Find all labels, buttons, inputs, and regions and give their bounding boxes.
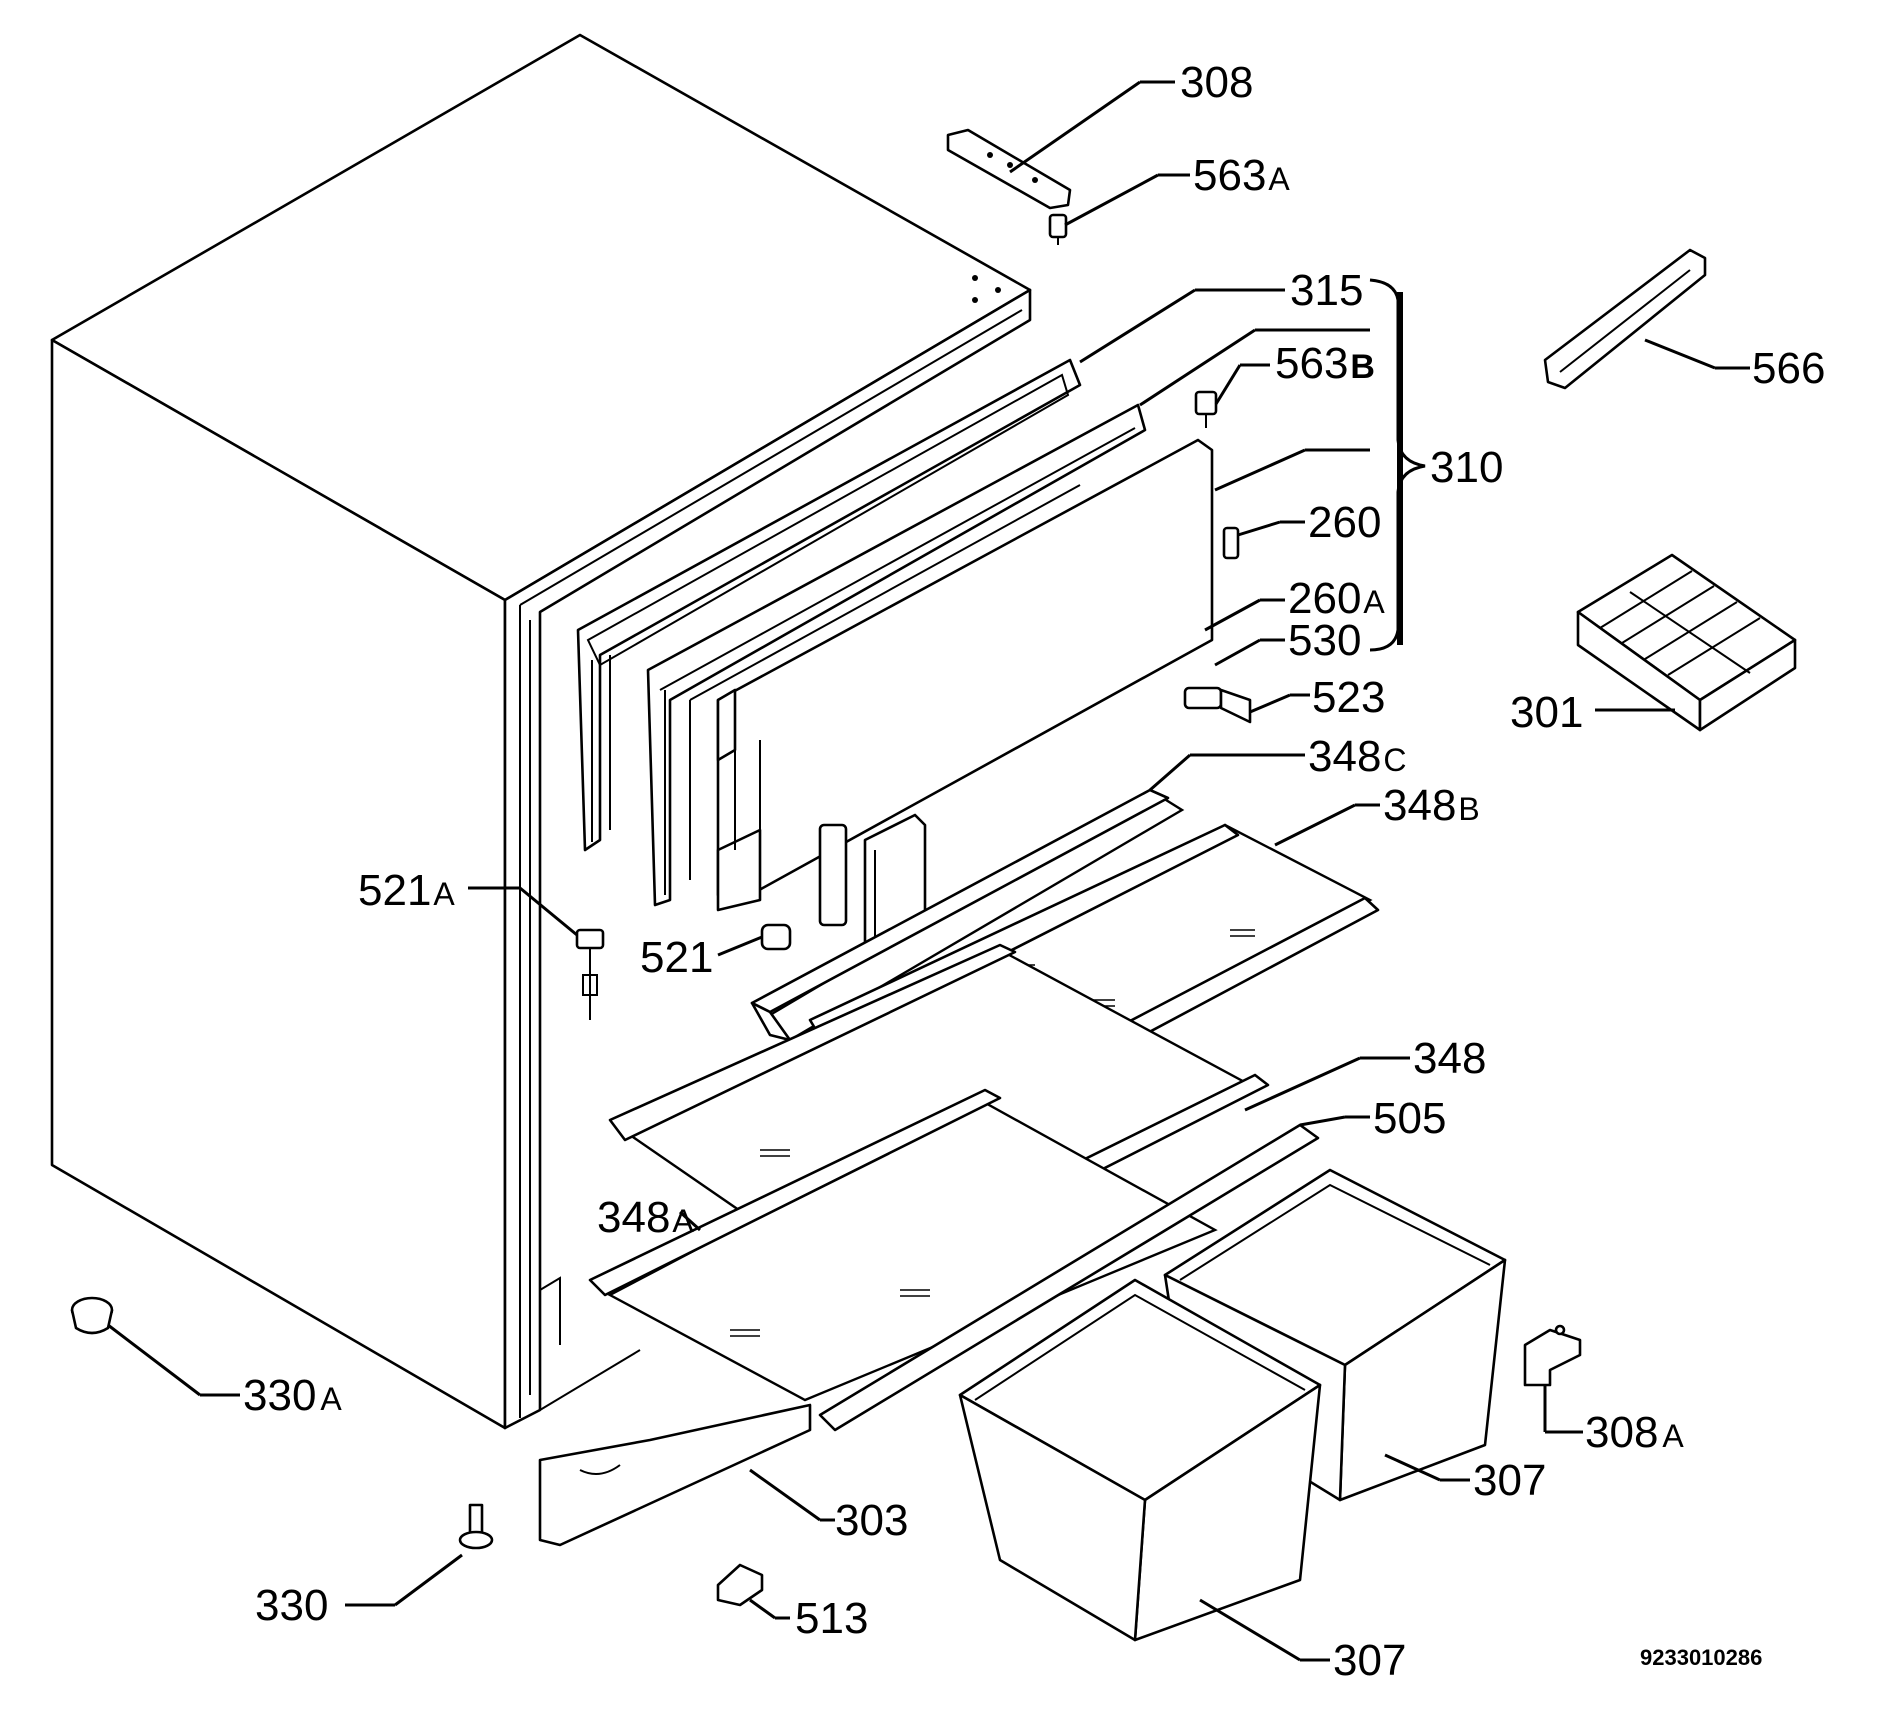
ice-tray-301 — [1576, 553, 1797, 732]
callout-307-front: 307 — [1333, 1636, 1406, 1685]
svg-text:513: 513 — [795, 1594, 868, 1643]
bracket-308a — [1523, 1324, 1582, 1387]
part-513 — [716, 1563, 764, 1607]
svg-text:310: 310 — [1430, 443, 1503, 492]
callout-310: 310 — [1430, 443, 1503, 492]
door-gasket — [576, 358, 1082, 852]
leader-lines — [107, 80, 1750, 1662]
bracket-566 — [1543, 248, 1707, 390]
callout-330: 330 — [255, 1581, 328, 1630]
callout-301: 301 — [1510, 688, 1583, 737]
svg-text:348: 348 — [1413, 1034, 1486, 1083]
door-inner-panel — [646, 403, 1147, 907]
lamp-holder-523 — [1183, 686, 1252, 724]
callout-530: 530 — [1288, 616, 1361, 665]
callout-523: 523 — [1312, 673, 1385, 722]
callout-563b: 563B — [1275, 339, 1375, 388]
callout-348a: 348A — [597, 1193, 694, 1242]
callout-348b: 348B — [1383, 781, 1480, 830]
drawer-307-front — [958, 1278, 1322, 1642]
shelf-348c — [750, 788, 1185, 1042]
switch-521a — [575, 928, 605, 1020]
svg-text:301: 301 — [1510, 688, 1583, 737]
callout-308: 308 — [1180, 58, 1253, 107]
callout-521a: 521A — [358, 866, 455, 915]
callout-260a: 260A — [1288, 574, 1385, 623]
svg-text:315: 315 — [1290, 266, 1363, 315]
callout-348: 348 — [1413, 1034, 1486, 1083]
callout-307-rear: 307 — [1473, 1456, 1546, 1505]
svg-text:260A: 260A — [1288, 574, 1385, 623]
clip-260 — [1222, 526, 1240, 560]
svg-text:330: 330 — [255, 1581, 328, 1630]
callout-563a: 563A — [1193, 151, 1290, 200]
foot-screw-330 — [458, 1503, 494, 1550]
svg-text:307: 307 — [1333, 1636, 1406, 1685]
pin-563b — [1194, 390, 1218, 428]
callout-303: 303 — [835, 1496, 908, 1545]
svg-text:521A: 521A — [358, 866, 455, 915]
callout-315: 315 — [1290, 266, 1363, 315]
svg-text:521: 521 — [640, 933, 713, 982]
svg-text:505: 505 — [1373, 1094, 1446, 1143]
svg-text:563A: 563A — [1193, 151, 1290, 200]
svg-text:348C: 348C — [1308, 732, 1407, 781]
cabinet-body — [50, 33, 1032, 1430]
callout-348c: 348C — [1308, 732, 1407, 781]
plinth-303 — [538, 1403, 812, 1547]
door-outer-panel — [716, 438, 1214, 912]
svg-text:348B: 348B — [1383, 781, 1480, 830]
callout-505: 505 — [1373, 1094, 1446, 1143]
drawing-number: 9233010286 — [1640, 1645, 1762, 1670]
svg-text:308: 308 — [1180, 58, 1253, 107]
foot-330a — [70, 1296, 114, 1335]
callout-566: 566 — [1752, 344, 1825, 393]
svg-text:260: 260 — [1308, 498, 1381, 547]
svg-text:348A: 348A — [597, 1193, 694, 1242]
control-521 — [760, 823, 848, 951]
svg-text:530: 530 — [1288, 616, 1361, 665]
svg-text:303: 303 — [835, 1496, 908, 1545]
pin-563a — [1048, 213, 1068, 245]
strip-505 — [818, 1123, 1320, 1432]
svg-text:566: 566 — [1752, 344, 1825, 393]
svg-text:307: 307 — [1473, 1456, 1546, 1505]
shelf-348a — [588, 1088, 1218, 1402]
svg-text:563B: 563B — [1275, 339, 1375, 388]
callout-513: 513 — [795, 1594, 868, 1643]
svg-text:523: 523 — [1312, 673, 1385, 722]
callout-521: 521 — [640, 933, 713, 982]
hinge-bracket-308 — [946, 128, 1072, 210]
callout-260: 260 — [1308, 498, 1381, 547]
